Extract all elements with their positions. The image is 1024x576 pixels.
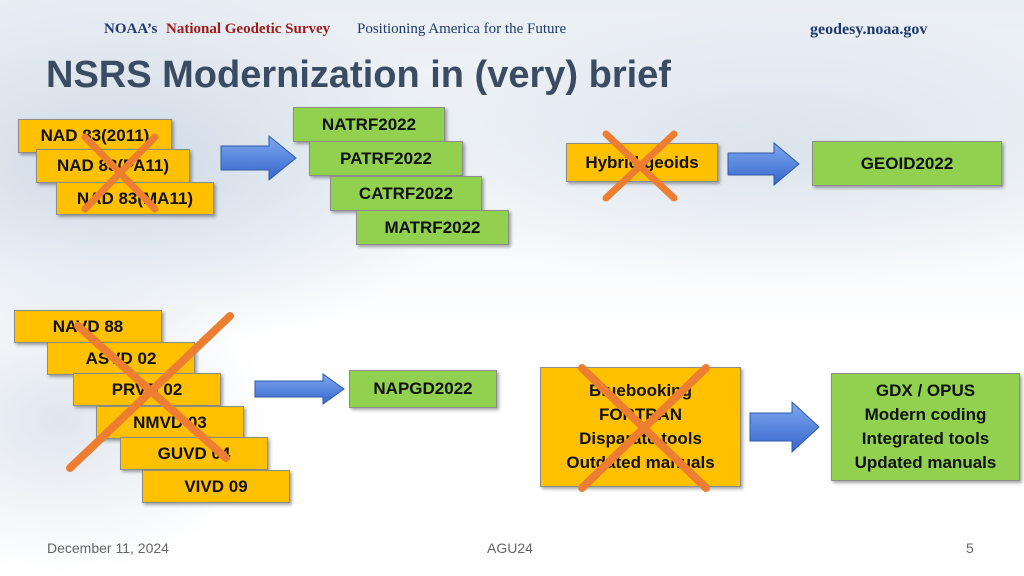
new-tools-line: Integrated tools (861, 429, 990, 448)
legacy-datum-box: VIVD 09 (142, 470, 290, 503)
cross-out-mark (578, 364, 710, 492)
slide-header: NOAA’s National Geodetic Survey Position… (0, 18, 1024, 44)
new-tools-line: Updated manuals (854, 453, 997, 472)
org-prefix: NOAA’s (104, 21, 158, 37)
website-link[interactable]: geodesy.noaa.gov (810, 21, 928, 38)
new-tools-box: GDX / OPUS Modern coding Integrated tool… (831, 373, 1020, 481)
right-arrow-icon (220, 134, 297, 182)
new-tools-line: Modern coding (864, 405, 987, 424)
cross-out-mark (81, 133, 159, 213)
new-geoid-box: GEOID2022 (812, 141, 1002, 186)
cross-out-mark (602, 130, 678, 202)
right-arrow-icon (749, 400, 820, 454)
new-datum-box: NAPGD2022 (349, 370, 497, 408)
footer-event: AGU24 (487, 540, 533, 556)
new-frame-box: PATRF2022 (309, 141, 463, 176)
tagline: Positioning America for the Future (357, 21, 567, 37)
new-frame-box: NATRF2022 (293, 107, 445, 142)
right-arrow-icon (254, 373, 345, 405)
cross-out-mark (66, 312, 234, 472)
slide-title: NSRS Modernization in (very) brief (46, 54, 671, 96)
new-tools-line: GDX / OPUS (875, 381, 976, 400)
new-frame-box: CATRF2022 (330, 176, 482, 211)
footer-date: December 11, 2024 (47, 540, 169, 556)
slide-number: 5 (966, 540, 974, 556)
org-name: National Geodetic Survey (166, 21, 331, 37)
right-arrow-icon (727, 141, 800, 187)
new-frame-box: MATRF2022 (356, 210, 509, 245)
legacy-tools-line: Disparate tools (579, 429, 702, 448)
